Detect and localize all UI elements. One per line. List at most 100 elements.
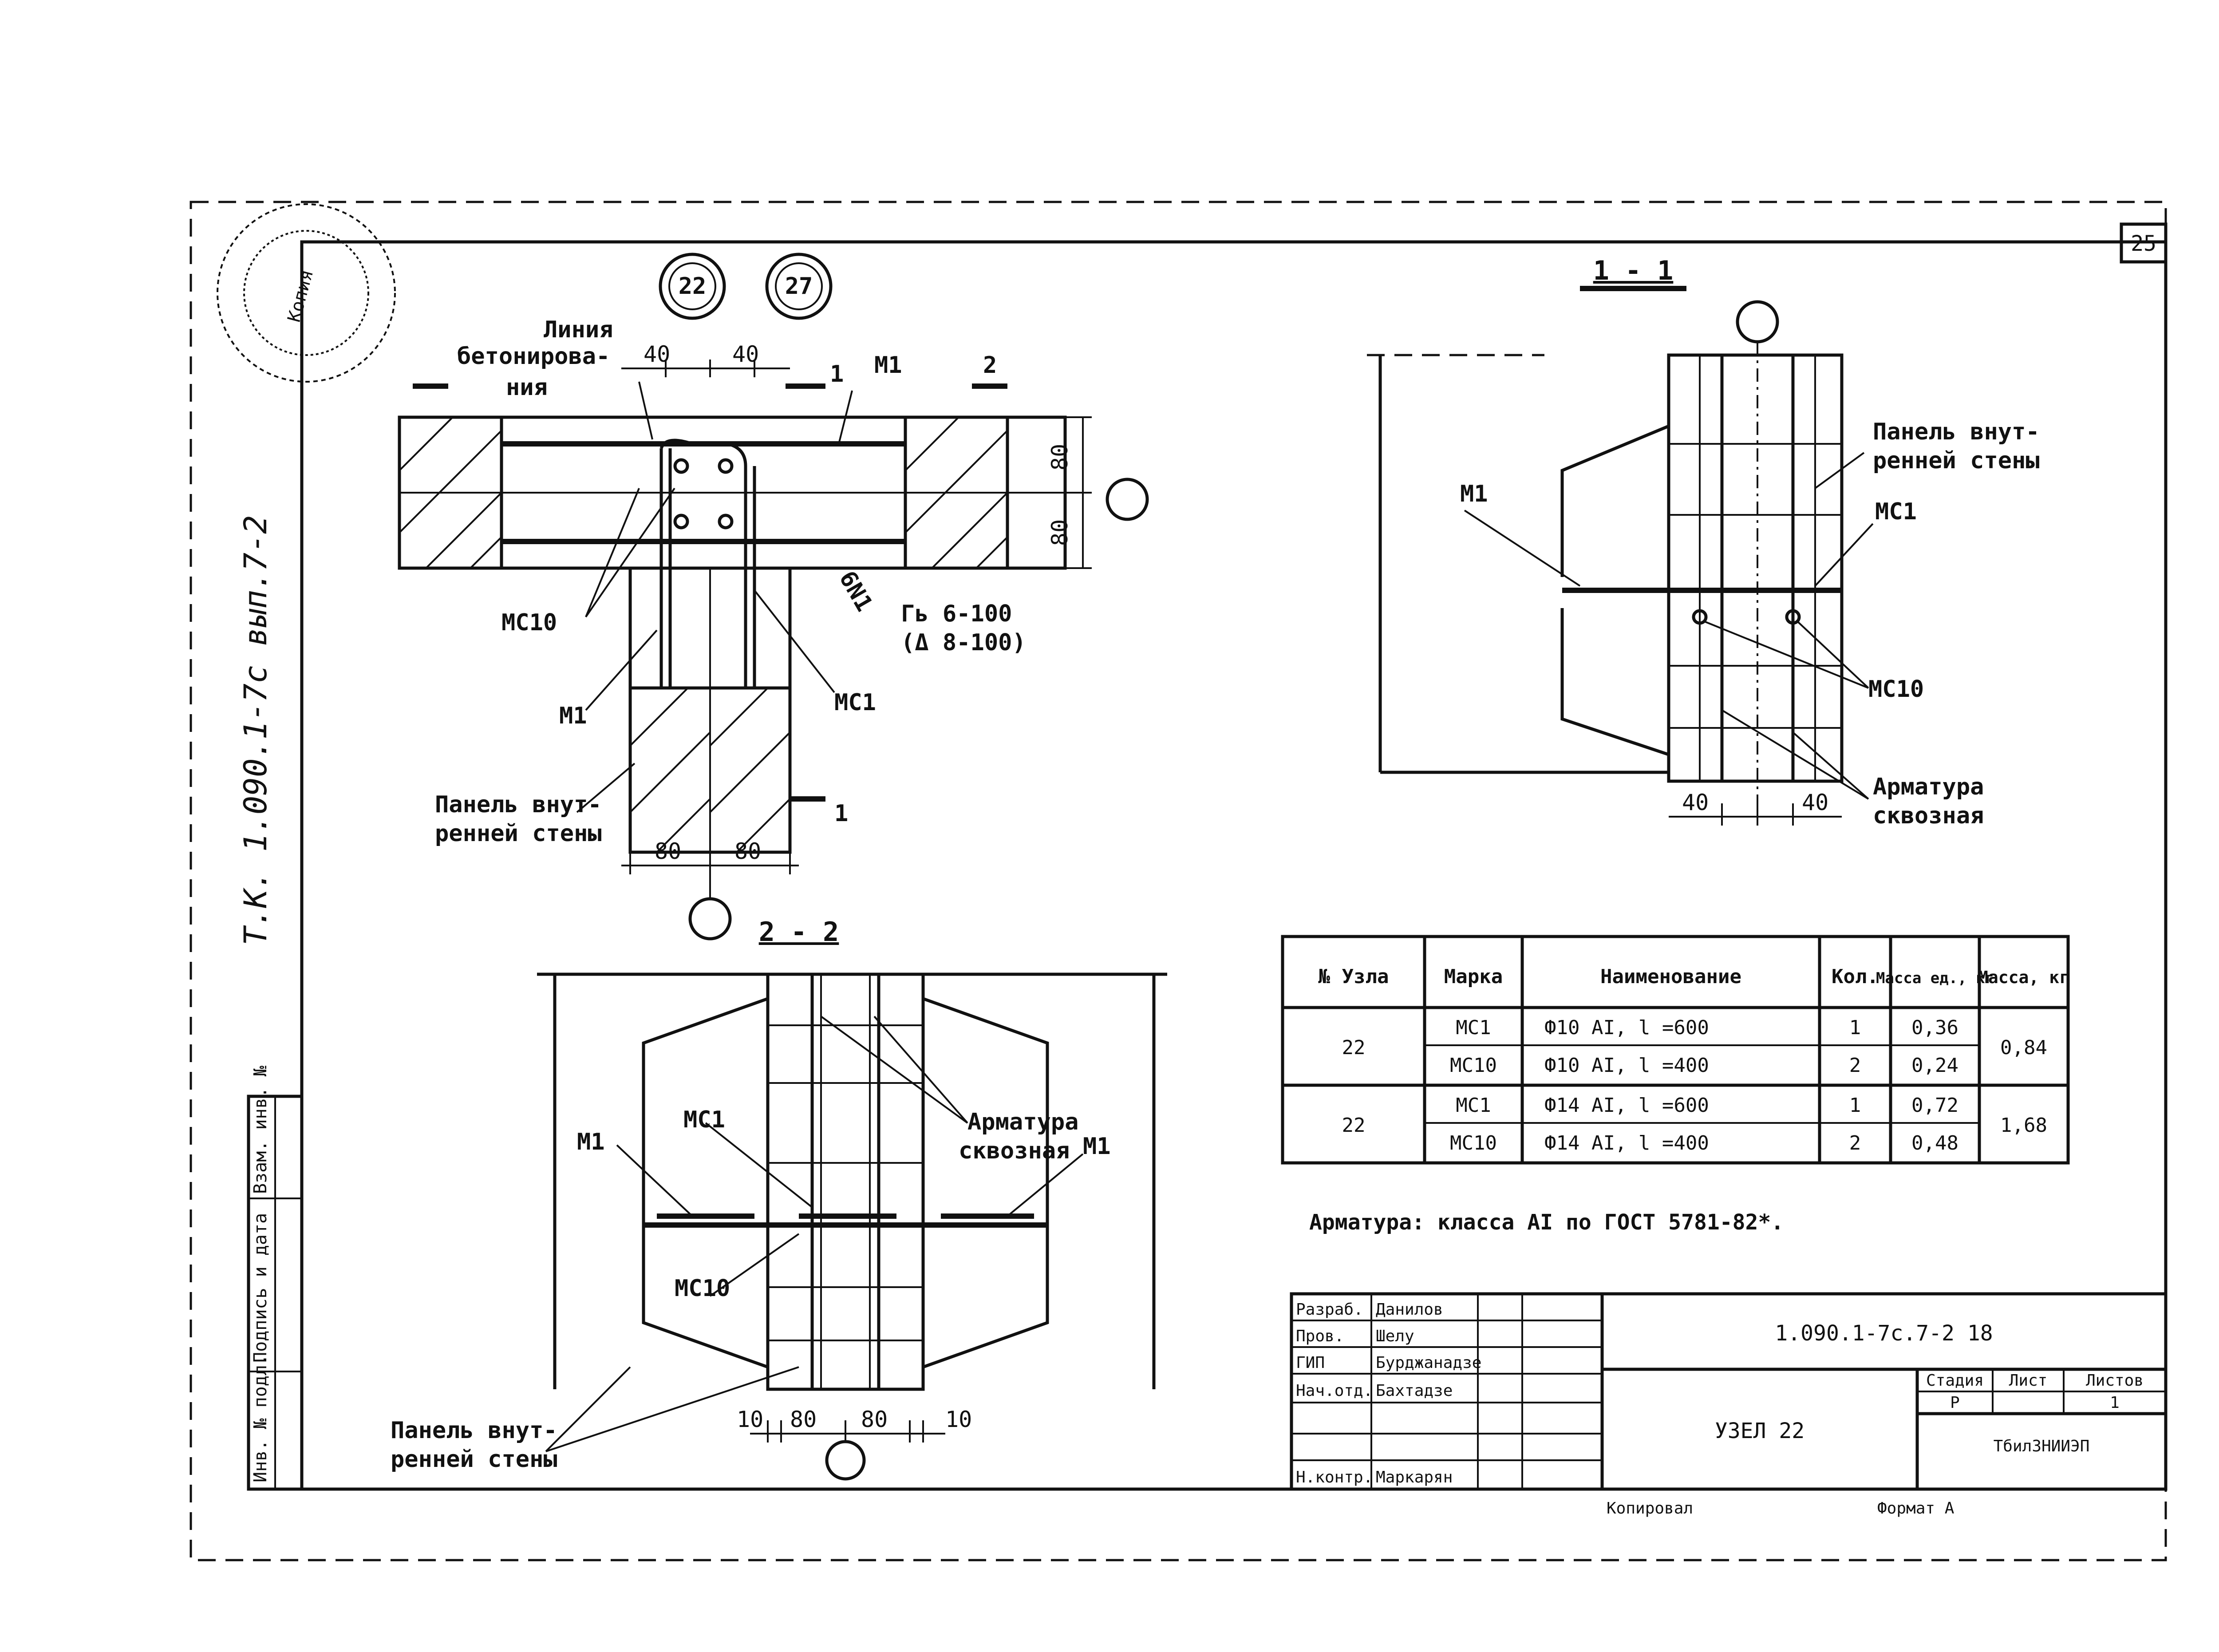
plan-mark-m1-top: М1	[874, 352, 902, 379]
tb-org: ТбилЗНИИЭП	[1994, 1437, 2090, 1455]
strip-sign: Подпись и дата	[250, 1213, 271, 1363]
tb-name-6: Маркарян	[1376, 1468, 1453, 1486]
plan-view	[398, 360, 1149, 941]
s22-dim-80b: 80	[861, 1407, 888, 1432]
tb-role-3: Нач.отд.	[1296, 1382, 1373, 1400]
node-mark-22: 22	[679, 273, 707, 300]
spec-g1-node: 22	[1342, 1036, 1366, 1059]
spec-g2-r2-qty: 2	[1849, 1132, 1861, 1154]
plan-dim-80d: 80	[1047, 519, 1073, 546]
s11-rebar-1: Арматура	[1873, 774, 1984, 800]
plan-cut-2: 2	[983, 352, 997, 379]
tb-sheet-hdr: Лист	[2009, 1371, 2048, 1390]
spec-hdr-node: № Узла	[1319, 965, 1389, 988]
left-strip	[247, 1095, 304, 1491]
spec-g2-node: 22	[1342, 1114, 1366, 1137]
plan-panel-2: ренней стены	[435, 820, 602, 847]
tb-name-1: Шелу	[1376, 1327, 1414, 1345]
tb-role-0: Разраб.	[1296, 1300, 1363, 1319]
tb-role-2: ГИП	[1296, 1354, 1325, 1372]
node-marks	[659, 253, 833, 320]
plan-concrete-line-1: Линия	[544, 316, 613, 343]
plan-cut-1: 1	[830, 361, 844, 387]
s11-dim-40b: 40	[1802, 790, 1828, 815]
s22-panel-1: Панель внут-	[391, 1417, 557, 1444]
tb-title: УЗЕЛ 22	[1715, 1419, 1804, 1443]
plan-mark-m1-left: М1	[559, 703, 587, 729]
spec-hdr-qty: Кол.	[1832, 965, 1879, 988]
spec-hdr-mass: Масса, кг	[1978, 968, 2069, 987]
plan-dim-40a: 40	[644, 341, 670, 367]
copied-label: Копировал	[1607, 1499, 1693, 1518]
plan-weld-2: (Δ 8-100)	[901, 629, 1026, 656]
tb-doc-code: 1.090.1-7с.7-2 18	[1775, 1321, 1993, 1346]
spec-g2-r1-mass: 0,72	[1911, 1094, 1958, 1117]
s22-mark-m1-right: М1	[1083, 1133, 1111, 1160]
s22-rebar-2: сквозная	[959, 1138, 1070, 1164]
s22-mark-m1-left: М1	[577, 1129, 605, 1155]
spec-g1-r2-mass: 0,24	[1911, 1054, 1958, 1077]
spec-g1-r2-mark: МС10	[1450, 1054, 1497, 1077]
spec-g1-r2-qty: 2	[1849, 1054, 1861, 1077]
title-block	[1290, 1292, 2168, 1491]
tb-name-2: Бурджанадзе	[1376, 1354, 1481, 1372]
plan-concrete-line-2: бетонирова-	[457, 343, 610, 370]
plan-dim-80a: 80	[655, 838, 681, 864]
spec-g1-r1-mark: МС1	[1456, 1016, 1491, 1039]
s11-panel-1: Панель внут-	[1873, 419, 2040, 445]
section-2-2-title: 2 - 2	[759, 917, 839, 948]
plan-panel-1: Панель внут-	[435, 791, 602, 818]
side-note: Т.К. 1.090.1-7с вып.7-2	[237, 515, 274, 945]
s22-mark-mc1: МС1	[683, 1107, 725, 1133]
spec-table	[1281, 935, 2070, 1165]
s11-mark-mc10: МС10	[1868, 676, 1924, 703]
spec-g2-r2-mark: МС10	[1450, 1132, 1497, 1154]
plan-mark-mc10: МС10	[501, 609, 557, 636]
s22-dim-80a: 80	[790, 1407, 817, 1432]
s22-rebar-1: Арматура	[967, 1109, 1078, 1135]
spec-hdr-mark: Марка	[1444, 965, 1503, 988]
section-1-1-title: 1 - 1	[1593, 255, 1674, 286]
sheet-number: 25	[2131, 231, 2156, 256]
s22-dim-10b: 10	[945, 1407, 972, 1432]
node-mark-27: 27	[785, 273, 813, 300]
tb-stage: Р	[1950, 1394, 1960, 1412]
s22-dim-10a: 10	[737, 1407, 763, 1432]
section-1-1	[1367, 286, 1874, 826]
spec-hdr-unit-mass: Масса ед., кг	[1876, 969, 1994, 987]
spec-g1-r1-name: Ф10 АI, l =600	[1544, 1016, 1709, 1039]
strip-inv: Инв. № подл.	[250, 1354, 271, 1482]
format-label: Формат А	[1877, 1499, 1954, 1518]
plan-cut-1b: 1	[834, 800, 848, 827]
spec-g1-r1-mass: 0,36	[1911, 1016, 1958, 1039]
spec-g2-total: 1,68	[2000, 1114, 2047, 1137]
plan-concrete-line-3: ния	[506, 374, 548, 401]
spec-g2-r1-name: Ф14 АI, l =600	[1544, 1094, 1709, 1117]
tb-role-6: Н.контр.	[1296, 1468, 1373, 1486]
outer-frame	[190, 201, 2168, 1561]
tb-sheets-hdr: Листов	[2086, 1371, 2144, 1390]
plan-mark-mc1: МС1	[834, 689, 876, 716]
spec-g2-r1-qty: 1	[1849, 1094, 1861, 1117]
round-stamp: Копия	[217, 203, 396, 383]
tb-name-3: Бахтадзе	[1376, 1382, 1453, 1400]
tb-sheets: 1	[2110, 1394, 2120, 1412]
spec-g2-r2-mass: 0,48	[1911, 1132, 1958, 1154]
s22-panel-2: ренней стены	[391, 1446, 557, 1473]
stamp-text: Копия	[284, 268, 318, 324]
section-2-2	[537, 972, 1167, 1481]
spec-hdr-name: Наименование	[1600, 965, 1741, 988]
strip-replace: Взам. инв. №	[250, 1066, 271, 1194]
tb-stage-hdr: Стадия	[1926, 1371, 1984, 1390]
s22-mark-mc10: МС10	[675, 1275, 730, 1302]
spec-g2-r1-mark: МС1	[1456, 1094, 1491, 1117]
rebar-note: Арматура: класса АI по ГОСТ 5781-82*.	[1309, 1210, 1784, 1235]
s11-mark-mc1: МС1	[1875, 498, 1917, 525]
plan-dim-40b: 40	[732, 341, 759, 367]
s11-panel-2: ренней стены	[1873, 447, 2040, 474]
tb-name-0: Данилов	[1376, 1300, 1443, 1319]
spec-g2-r2-name: Ф14 АI, l =400	[1544, 1132, 1709, 1154]
spec-g1-total: 0,84	[2000, 1036, 2047, 1059]
spec-g1-r1-qty: 1	[1849, 1016, 1861, 1039]
